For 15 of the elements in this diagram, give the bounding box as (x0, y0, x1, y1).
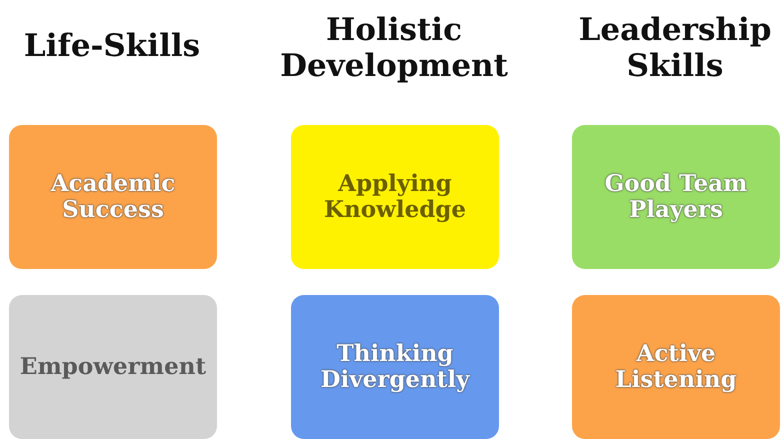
column-heading: Life-Skills (22, 28, 202, 64)
skill-card (9, 295, 217, 439)
skill-card (572, 295, 780, 439)
skill-card (291, 125, 499, 269)
skill-card (291, 295, 499, 439)
skill-label: Academic Success (50, 171, 176, 223)
skill-card (572, 125, 780, 269)
skill-label: Thinking Divergently (320, 341, 471, 393)
skill-card (9, 125, 217, 269)
column-heading: Leadership Skills (578, 12, 772, 84)
skill-label: Applying Knowledge (322, 171, 468, 223)
column-heading: Holistic Development (279, 12, 509, 84)
skill-label: Good Team Players (604, 171, 748, 223)
skill-label: Active Listening (614, 341, 738, 393)
skill-label: Empowerment (18, 354, 208, 380)
